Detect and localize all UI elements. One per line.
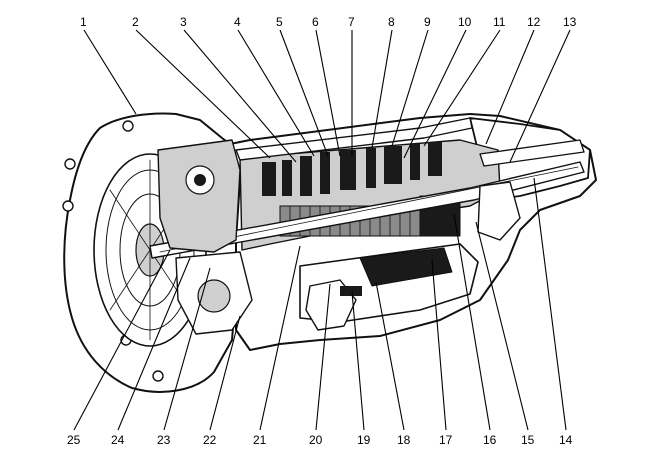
callout-3: 3 [180,15,187,29]
callout-17: 17 [439,433,453,447]
rear-bracket [477,181,521,241]
callout-2: 2 [132,15,139,29]
callout-7: 7 [348,15,355,29]
callout-16: 16 [483,433,497,447]
callout-11: 11 [493,15,506,29]
callout-19: 19 [357,433,371,447]
callout-labels: 1 2 3 4 5 6 7 8 9 10 11 12 13 14 15 16 1… [67,15,577,447]
callout-23: 23 [157,433,171,447]
clutch-packs [262,142,442,196]
leader-lines [73,29,571,431]
callout-9: 9 [424,15,431,29]
callout-13: 13 [563,15,577,29]
callout-20: 20 [309,433,323,447]
callout-14: 14 [559,433,573,447]
callout-18: 18 [397,433,411,447]
callout-21: 21 [253,433,267,447]
pump-assembly [157,139,241,253]
callout-6: 6 [312,15,319,29]
valve-body [359,247,453,287]
output-shaft [479,139,585,167]
callout-10: 10 [458,15,472,29]
callout-25: 25 [67,433,81,447]
transmission-illustration [62,112,597,393]
callout-4: 4 [234,15,241,29]
lower-components [175,251,362,335]
callout-8: 8 [388,15,395,29]
callout-24: 24 [111,433,125,447]
callout-5: 5 [276,15,283,29]
callout-1: 1 [80,15,87,29]
top-cover [235,117,473,161]
callout-12: 12 [527,15,541,29]
callout-15: 15 [521,433,535,447]
callout-22: 22 [203,433,217,447]
